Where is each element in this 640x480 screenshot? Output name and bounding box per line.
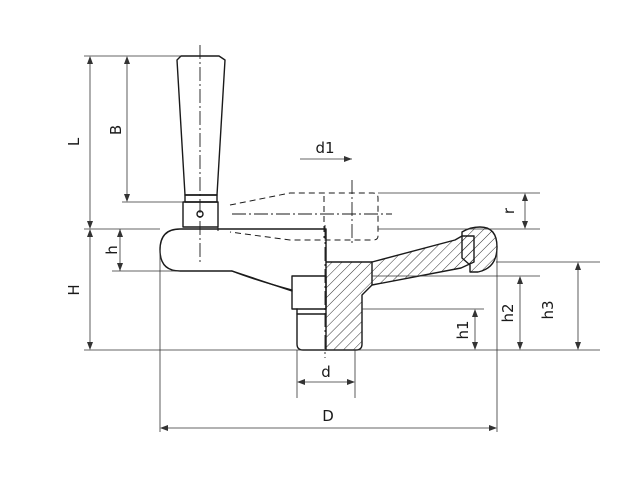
label-h3: h3	[539, 300, 557, 319]
label-L: L	[65, 137, 83, 146]
handle-grip	[176, 55, 226, 203]
label-H: H	[65, 284, 83, 295]
label-h2: h2	[499, 303, 517, 322]
handle-fixing-screw	[182, 201, 219, 228]
label-h: h	[103, 245, 121, 255]
dimension-lines	[89, 58, 579, 429]
label-d1: d1	[315, 139, 334, 157]
folded-handle-hidden	[217, 192, 379, 241]
label-r: r	[500, 207, 518, 214]
wheel-rim-left	[159, 228, 326, 292]
extension-lines	[84, 55, 600, 432]
label-D: D	[322, 407, 334, 425]
label-B: B	[107, 125, 125, 135]
label-d: d	[321, 363, 331, 381]
arrowheads	[87, 56, 581, 431]
center-lines	[199, 45, 392, 358]
label-h1: h1	[454, 320, 472, 339]
section-boundaries	[325, 228, 373, 286]
wheel-hub-left	[291, 275, 327, 351]
